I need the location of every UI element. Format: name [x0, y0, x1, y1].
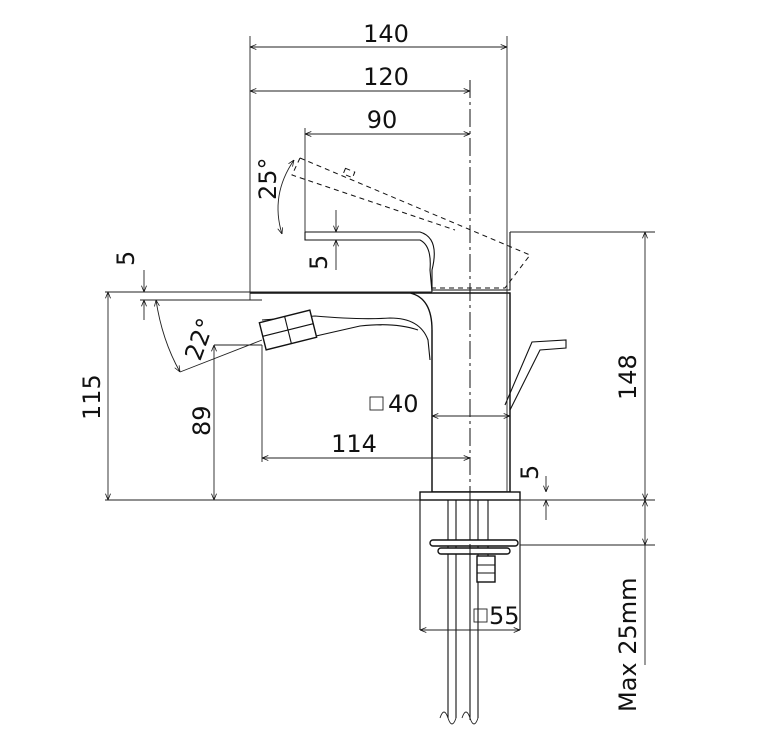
washer [429, 539, 519, 547]
side-handle [504, 339, 567, 411]
dim-spout-offset: 5 [112, 251, 140, 266]
dim-body-width: 120 [363, 63, 409, 91]
dim-spout-reach: 114 [331, 430, 377, 458]
dim-body-square: 40 [388, 390, 419, 418]
nut [476, 555, 496, 583]
dim-max-deck: Max 25mm [614, 577, 642, 712]
dim-outlet-height: 89 [188, 405, 216, 436]
aerator [258, 309, 318, 351]
lever-solid [304, 232, 433, 293]
dim-lever-angle: 25° [254, 157, 282, 200]
faucet-outline [250, 157, 567, 725]
dimensions: 140 120 90 25° 5 148 5 Max 25mm 115 [78, 20, 655, 712]
dim-lever-offset: 5 [305, 255, 333, 270]
dim-total-height: 148 [614, 354, 642, 400]
dim-base-offset: 5 [516, 465, 544, 480]
dim-spout-height: 115 [78, 374, 106, 420]
dim-overall-width: 140 [363, 20, 409, 48]
dim-lever-reach: 90 [367, 106, 398, 134]
spout [261, 315, 431, 361]
dim-base-square: 55 [489, 602, 520, 630]
